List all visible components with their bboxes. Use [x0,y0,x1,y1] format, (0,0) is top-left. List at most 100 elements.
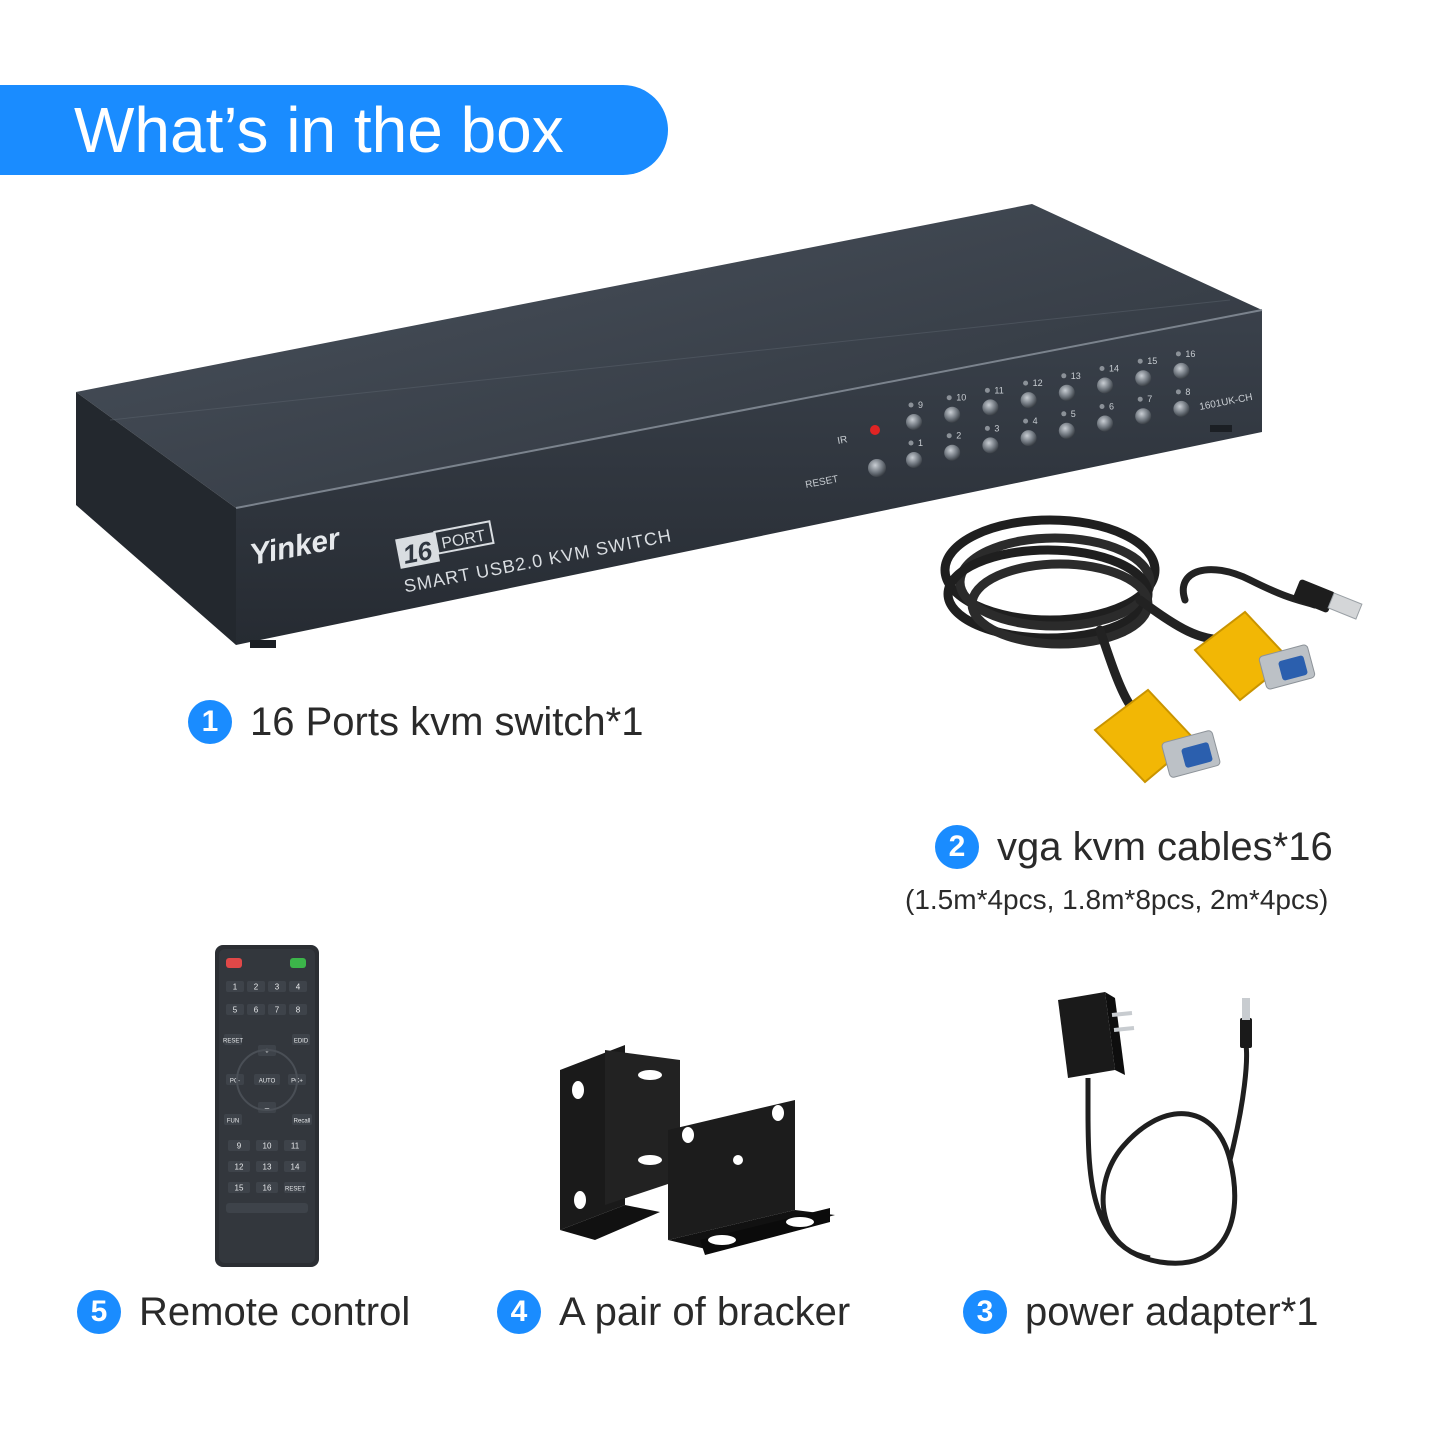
item-number-badge: 3 [963,1290,1007,1334]
item-label: A pair of bracker [559,1290,851,1334]
port-bottom-led [1023,418,1029,424]
port-top-button [906,414,922,430]
port-top-led [1023,380,1029,386]
item-5-caption: 5 Remote control [77,1288,410,1336]
kvm-switch-image: Yinker 16 PORT SMART USB2.0 KVM SWITCH 1… [76,204,1263,648]
item-1-caption: 1 16 Ports kvm switch*1 [188,698,643,746]
item-number-badge: 4 [497,1290,541,1334]
remote-num-key-label: 5 [233,1006,238,1015]
remote-num-key-label: 14 [291,1163,300,1172]
remote-edid-key [292,1034,310,1045]
remote-auto-key [254,1074,280,1085]
remote-num-key [289,1004,307,1015]
port-top-led [908,402,914,408]
remote-num-key-label: 12 [235,1163,244,1172]
remote-recall-key [292,1114,312,1125]
vga-connector-upper [1193,610,1316,702]
port-top-led [1061,373,1067,379]
remote-edid-key-label: EDID [294,1039,309,1045]
port-bottom-button [1058,422,1075,439]
port-top-led [1137,358,1143,364]
remote-num-key [268,1004,286,1015]
port-bottom-number: 6 [1109,402,1114,412]
item-number-badge: 2 [935,825,979,869]
ir-indicator [870,425,880,435]
port-top-led [1175,351,1181,357]
unmute-icon [290,958,306,968]
power-adapter-image [1058,992,1252,1266]
port-bottom-button [1020,430,1037,447]
remote-num-key-label: 6 [254,1006,259,1015]
port-top-number: 12 [1033,378,1043,388]
item-label: Remote control [139,1290,411,1334]
port-top-led [1099,366,1105,371]
item-3-caption: 3 power adapter*1 [963,1288,1319,1336]
remote-num-key [228,1140,250,1151]
port-top-number: 10 [956,393,966,403]
vga-connector-lower [1093,688,1221,784]
port-bottom-button [1097,415,1113,432]
remote-num-key [268,981,286,992]
remote-num-key [226,1004,244,1015]
port-bottom-button [944,444,961,461]
port-top-number: 9 [918,400,923,410]
item-label: power adapter*1 [1025,1290,1319,1334]
item-2-caption: 2 vga kvm cables*16 [935,823,1333,871]
port-bottom-number: 2 [956,431,961,441]
port-count-label: 16 [400,535,435,570]
remote-num-key-label: 3 [275,983,280,992]
port-bottom-number: 5 [1071,409,1076,419]
remote-reset-key-label: RESET [223,1039,243,1045]
remote-recall-key-label: Recall [294,1119,311,1125]
remote-num-key-label: 10 [263,1142,272,1151]
remote-num-key [226,981,244,992]
usb-plug-image [1293,579,1363,620]
port-top-number: 13 [1071,371,1081,381]
port-top-button [944,406,961,423]
remote-auto-key-label: AUTO [259,1079,276,1085]
remote-num-key [256,1182,278,1193]
remote-num-key-label: 1 [233,983,238,992]
port-top-led [946,395,952,401]
port-top-button [1058,384,1075,401]
remote-num-key-label: 13 [263,1163,272,1172]
port-bottom-led [1061,411,1067,417]
port-bottom-button [1173,400,1190,417]
port-bottom-number: 3 [994,423,999,433]
port-bottom-number: 7 [1147,394,1152,404]
port-top-button [982,399,999,416]
port-bottom-button [906,452,922,468]
port-bottom-number: 8 [1185,387,1190,397]
item-label: 16 Ports kvm switch*1 [250,700,644,744]
remote-pc-minus-key [226,1074,244,1085]
item-number-badge: 5 [77,1290,121,1334]
port-top-led [984,387,990,393]
remote-num-key-label: 7 [275,1006,280,1015]
item-label: vga kvm cables*16 [997,825,1333,869]
remote-num-key [284,1182,306,1193]
port-bottom-number: 4 [1033,416,1038,426]
remote-num-key [228,1161,250,1172]
bracket-image [560,1045,835,1255]
remote-num-key-label: 8 [296,1006,301,1015]
remote-num-key [256,1140,278,1151]
remote-num-key [284,1161,306,1172]
port-bottom-button [982,437,999,454]
remote-reset-key [224,1034,242,1045]
port-bottom-led [1175,389,1181,395]
port-top-button [1135,370,1152,387]
port-bottom-led [1099,404,1105,409]
remote-num-key [256,1161,278,1172]
remote-num-key-label: 9 [237,1142,242,1151]
port-top-button [1020,392,1037,409]
remote-num-key-label: 16 [263,1184,272,1193]
header-banner [0,85,668,175]
port-top-number: 15 [1147,356,1157,366]
remote-num-key [247,981,265,992]
item-2-detail: (1.5m*4pcs, 1.8m*8pcs, 2m*4pcs) [905,884,1329,915]
mute-icon [226,958,242,968]
